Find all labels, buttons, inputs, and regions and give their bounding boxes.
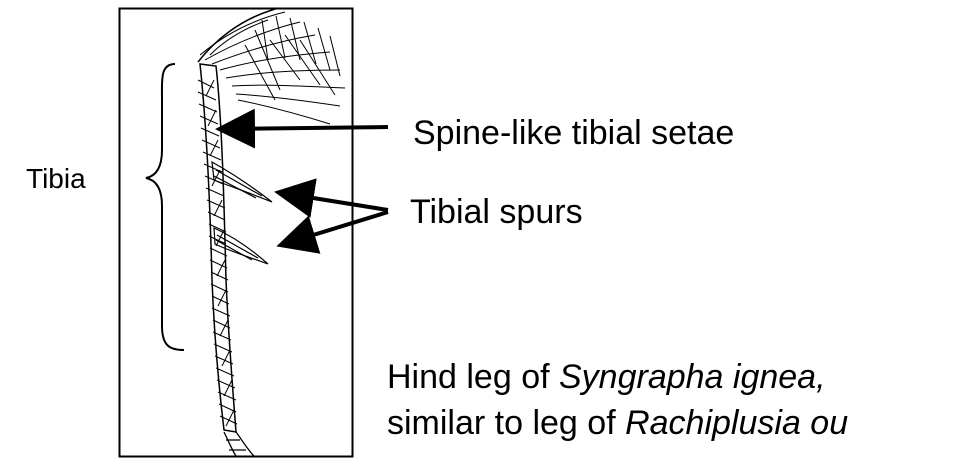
caption-line-2: similar to leg of Rachiplusia ou bbox=[387, 400, 848, 446]
tibia-label: Tibia bbox=[26, 163, 86, 195]
tarsus-segments bbox=[224, 432, 254, 456]
spur-arrow-lower bbox=[284, 212, 388, 244]
species-name-rachiplusia: Rachiplusia ou bbox=[625, 404, 848, 442]
caption-line-1-text: Hind leg of bbox=[387, 358, 559, 396]
spur-arrow-upper bbox=[282, 193, 388, 210]
species-name-syngrapha: Syngrapha ignea, bbox=[559, 358, 826, 396]
setae-arrow bbox=[223, 127, 388, 129]
caption-line-1: Hind leg of Syngrapha ignea, bbox=[387, 354, 848, 400]
figure-caption: Hind leg of Syngrapha ignea, similar to … bbox=[387, 354, 848, 446]
setae-label: Spine-like tibial setae bbox=[413, 114, 734, 153]
spurs-label: Tibial spurs bbox=[410, 193, 583, 232]
caption-line-2-text: similar to leg of bbox=[387, 404, 625, 442]
femur-hair-fringe bbox=[200, 12, 345, 124]
femur-tip bbox=[198, 8, 278, 62]
tibial-spurs-drawing bbox=[212, 162, 272, 264]
tibia-bracket bbox=[146, 64, 184, 350]
